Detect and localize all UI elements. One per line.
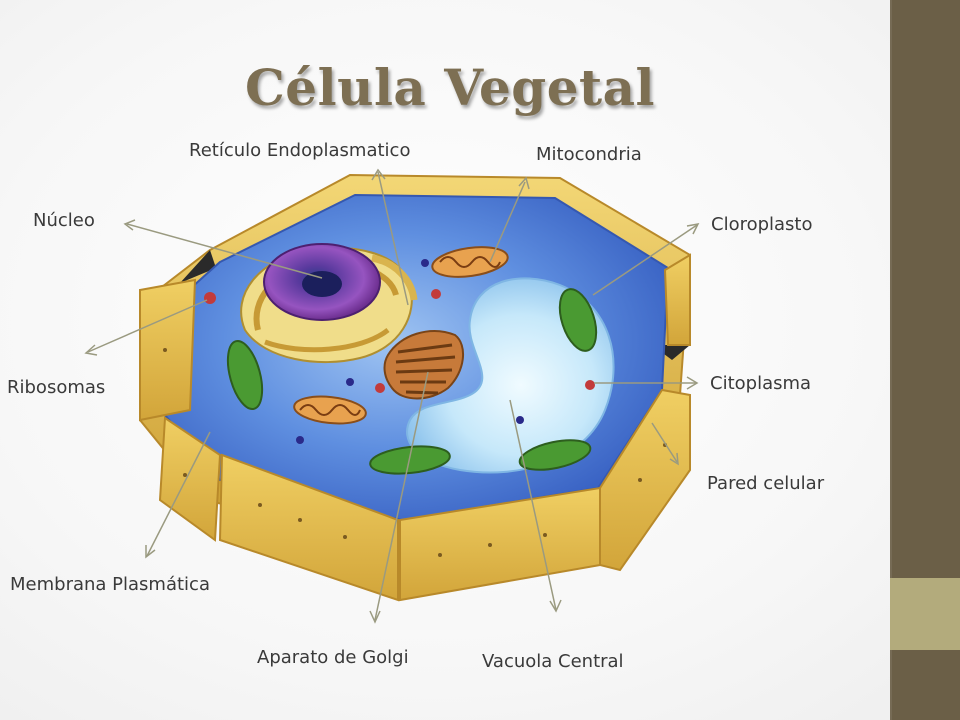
golgi-apparatus (383, 330, 465, 400)
label-cloroplasto: Cloroplasto (711, 214, 813, 235)
chloroplasts (226, 288, 598, 475)
cell-wall-front (139, 253, 691, 602)
sidebar-band-top (890, 0, 960, 578)
label-vacuola-central: Vacuola Central (482, 651, 624, 672)
plant-cell-diagram (84, 168, 700, 624)
central-vacuole (406, 277, 615, 474)
label-mitocondria: Mitocondria (536, 144, 642, 165)
sidebar-decoration (890, 0, 960, 720)
nucleus (263, 243, 381, 321)
label-aparato-de-golgi: Aparato de Golgi (257, 647, 409, 668)
sidebar-band-bottom (890, 650, 960, 720)
ribosomes (204, 259, 595, 444)
leader-lines (84, 168, 700, 624)
label-membrana-plasmatica: Membrana Plasmática (10, 574, 210, 595)
sidebar-band-accent (890, 578, 960, 650)
mitochondria (293, 246, 509, 425)
label-citoplasma: Citoplasma (710, 373, 812, 394)
page-title: Célula Vegetal (244, 58, 656, 117)
label-nucleo: Núcleo (33, 210, 95, 231)
label-reticulo-endoplasmatico: Retículo Endoplasmatico (189, 140, 411, 161)
label-pared-celular: Pared celular (707, 473, 825, 494)
label-ribosomas: Ribosomas (7, 377, 106, 398)
